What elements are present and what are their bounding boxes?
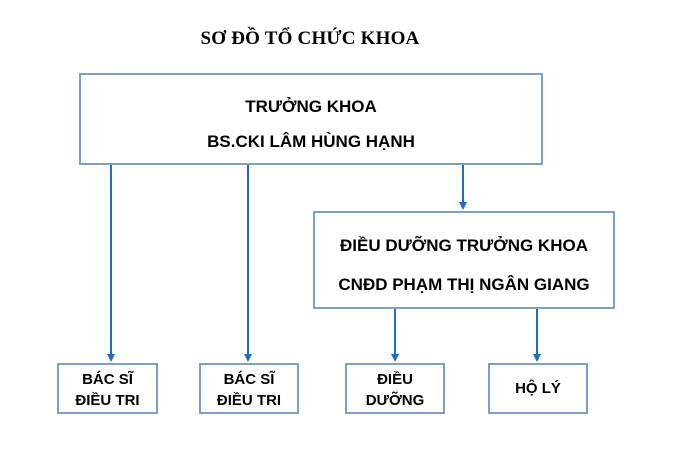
chart-title: SƠ ĐỒ TỔ CHỨC KHOA [200, 28, 420, 49]
doctor-box-2: BÁC SĨ ĐIỀU TRI [199, 363, 299, 414]
doctor-box-1-line2: ĐIỀU TRI [75, 392, 140, 409]
orderly-box-label: HỘ LÝ [515, 380, 561, 397]
doctor-box-2-line2: ĐIỀU TRI [216, 392, 282, 409]
nurse-box: ĐIỀU DƯỠNG [345, 363, 445, 414]
nurse-box-line1: ĐIỀU [377, 371, 413, 388]
doctor-box-1: BÁC SĨ ĐIỀU TRI [57, 363, 158, 414]
doctor-box-2-line1: BÁC SĨ [223, 371, 275, 388]
doctor-box-1-line1: BÁC SĨ [82, 371, 133, 388]
head-of-department-title: TRƯỞNG KHOA [245, 97, 377, 116]
head-nurse-title: ĐIỀU DƯỠNG TRƯỞNG KHOA [340, 236, 588, 255]
orderly-box: HỘ LÝ [488, 363, 588, 414]
head-nurse-box: ĐIỀU DƯỠNG TRƯỞNG KHOA CNĐD PHẠM THỊ NGÂ… [313, 211, 615, 309]
head-of-department-name: BS.CKI LÂM HÙNG HẠNH [207, 132, 415, 151]
head-nurse-name: CNĐD PHẠM THỊ NGÂN GIANG [338, 275, 590, 294]
head-of-department-box: TRƯỞNG KHOA BS.CKI LÂM HÙNG HẠNH [79, 73, 543, 165]
nurse-box-line2: DƯỠNG [365, 392, 425, 409]
